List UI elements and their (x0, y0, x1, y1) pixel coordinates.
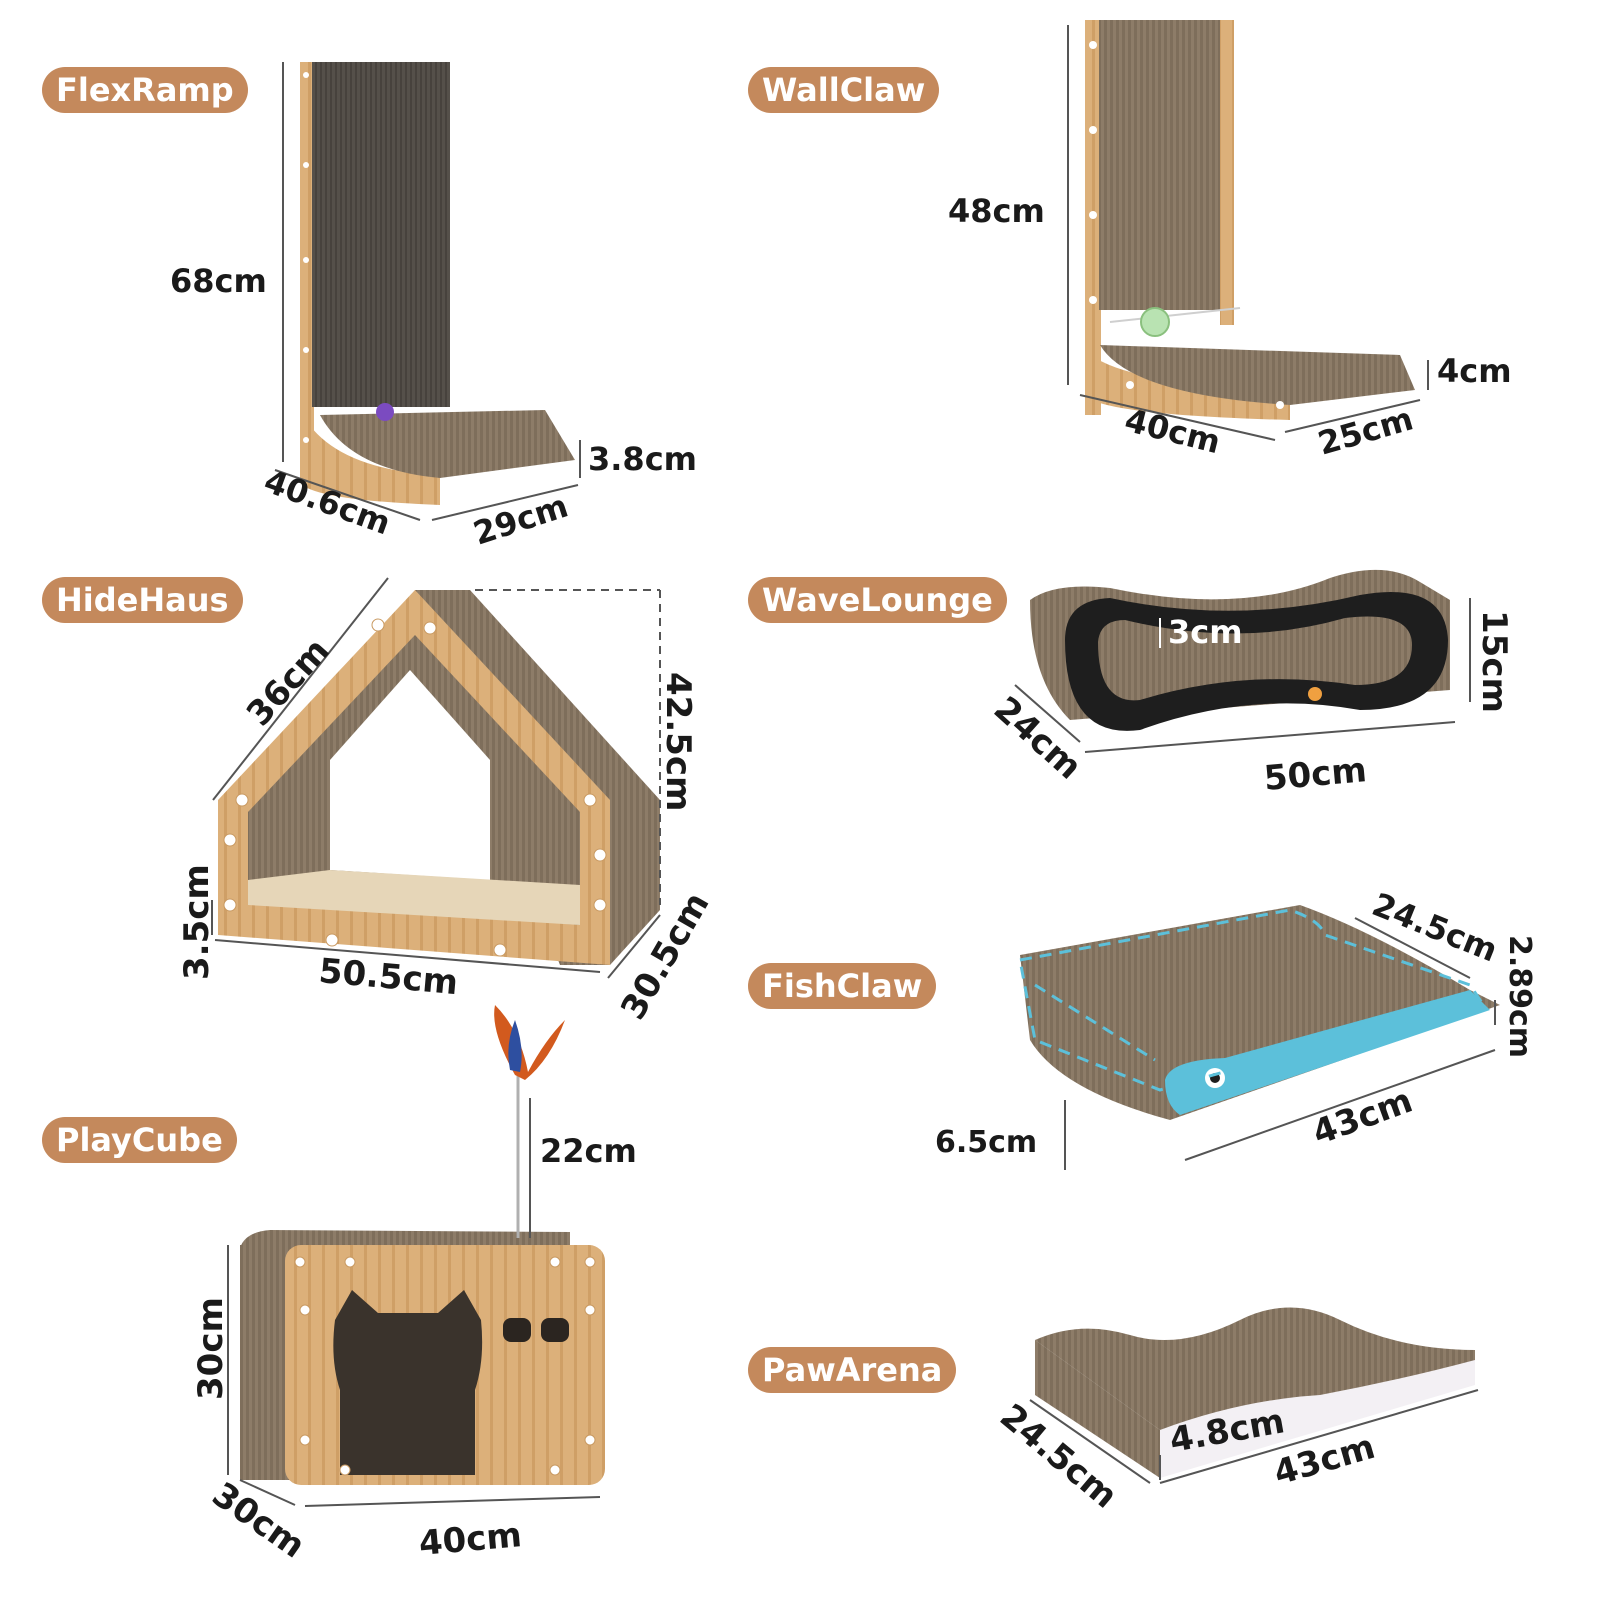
feather-toy-icon (494, 1005, 565, 1080)
wallclaw-seat (1100, 345, 1415, 405)
playcube-wand-height-dim: 22cm (540, 1132, 637, 1170)
wavelounge-dimension-lines (1014, 598, 1471, 753)
hidehaus-opening (330, 670, 490, 880)
flexramp-dimension-lines (274, 62, 581, 521)
flexramp-base-thickness-dim: 3.8cm (588, 440, 697, 478)
flexramp-back-board (312, 62, 450, 407)
wallclaw-ball-toy (1140, 307, 1170, 337)
wavelounge-inner-surface (1098, 616, 1412, 701)
product-label-fishclaw: FishClaw (748, 963, 937, 1009)
wavelounge-height-dim: 15cm (1474, 610, 1514, 713)
product-label-wallclaw: WallClaw (748, 67, 940, 113)
playcube-dimension-lines (227, 1098, 601, 1507)
product-label-pawarena: PawArena (748, 1347, 957, 1393)
fishclaw-length-dim: 43cm (1307, 1081, 1417, 1154)
pawarena-illustration (1035, 1307, 1475, 1478)
wallclaw-dimension-lines (1067, 25, 1429, 441)
hidehaus-dimension-lines (211, 577, 661, 979)
fishclaw-dimension-lines (1064, 917, 1496, 1170)
playcube-illustration (240, 1005, 605, 1485)
fishclaw-thick-end-dim: 6.5cm (935, 1125, 1037, 1160)
flexramp-seat (320, 410, 575, 478)
hidehaus-illustration (218, 590, 660, 965)
hidehaus-base-dim: 3.5cm (177, 864, 217, 980)
flexramp-width-dim: 29cm (469, 487, 573, 553)
wallclaw-width-dim: 25cm (1314, 399, 1418, 462)
flexramp-height-dim: 68cm (170, 262, 267, 300)
product-label-playcube: PlayCube (42, 1117, 237, 1163)
pawarena-side (1035, 1340, 1160, 1478)
hidehaus-height-dim: 42.5cm (658, 672, 698, 811)
product-label-flexramp: FlexRamp (42, 67, 248, 113)
paw-logo-icon (1308, 687, 1322, 701)
flexramp-base-curve (300, 410, 440, 505)
flexramp-side-panel (300, 62, 314, 482)
playcube-window-right (541, 1318, 569, 1342)
wavelounge-length-dim: 50cm (1262, 750, 1368, 799)
product-label-hidehaus: HideHaus (42, 577, 243, 623)
wallclaw-base-thickness-dim: 4cm (1437, 352, 1512, 390)
wavelounge-frame-thickness-dim: 3cm (1168, 613, 1243, 651)
wallclaw-height-dim: 48cm (948, 192, 1045, 230)
pawarena-printed-side (1160, 1360, 1475, 1478)
flexramp-ball-toy (376, 403, 394, 421)
fishclaw-thin-end-dim: 2.89cm (1502, 935, 1537, 1058)
wallclaw-back-board (1099, 20, 1227, 310)
flexramp-illustration (300, 62, 575, 505)
wallclaw-illustration (1085, 20, 1415, 420)
playcube-height-dim: 30cm (191, 1297, 231, 1400)
pawarena-top-surface (1035, 1307, 1475, 1430)
playcube-width-dim: 40cm (417, 1515, 523, 1564)
product-label-wavelounge: WaveLounge (748, 577, 1007, 623)
playcube-cat-door (333, 1290, 483, 1475)
fishclaw-outline-guides (1018, 908, 1483, 1092)
fishclaw-body (1020, 905, 1500, 1120)
playcube-side-cardboard (240, 1245, 290, 1480)
playcube-window-left (503, 1318, 531, 1342)
pawarena-dimension-lines (1029, 1389, 1479, 1484)
